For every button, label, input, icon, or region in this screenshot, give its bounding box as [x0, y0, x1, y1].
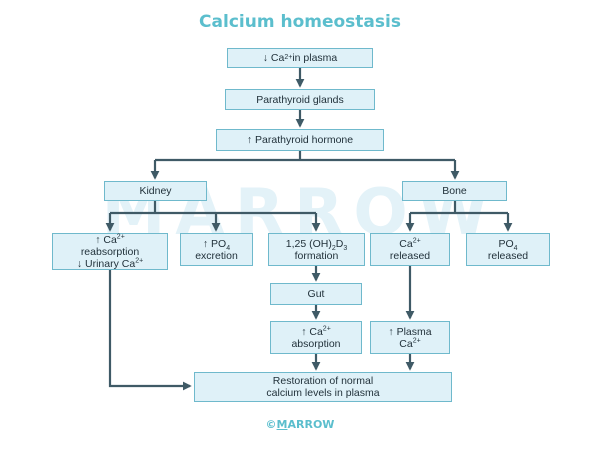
node-vitamin-d-formation: 1,25 (OH)2D3 formation — [268, 233, 365, 266]
node-kidney: Kidney — [104, 181, 207, 201]
node-calcium-reabsorption: ↑ Ca2+ reabsorption ↓ Urinary Ca2+ — [52, 233, 168, 270]
node-gut: Gut — [270, 283, 362, 305]
node-parathyroid-glands: Parathyroid glands — [225, 89, 375, 110]
diagram-title: Calcium homeostasis — [199, 12, 401, 32]
node-plasma-ca-increase: ↑ Plasma Ca2+ — [370, 321, 450, 354]
footer-logo: ©MARROW — [265, 418, 335, 431]
node-po4-excretion: ↑ PO4 excretion — [180, 233, 253, 266]
node-restoration: Restoration of normal calcium levels in … — [194, 372, 452, 402]
node-bone: Bone — [402, 181, 507, 201]
branch-bone — [410, 201, 508, 215]
node-po4-released: PO4 released — [466, 233, 550, 266]
node-gut-absorption: ↑ Ca2+ absorption — [270, 321, 362, 354]
branch-kidney — [110, 201, 316, 215]
node-parathyroid-hormone: ↑ Parathyroid hormone — [216, 129, 384, 151]
node-ca-released: Ca2+ released — [370, 233, 450, 266]
branch-pth — [155, 151, 455, 162]
arrow-reabsorption-to-restoration — [108, 270, 192, 391]
